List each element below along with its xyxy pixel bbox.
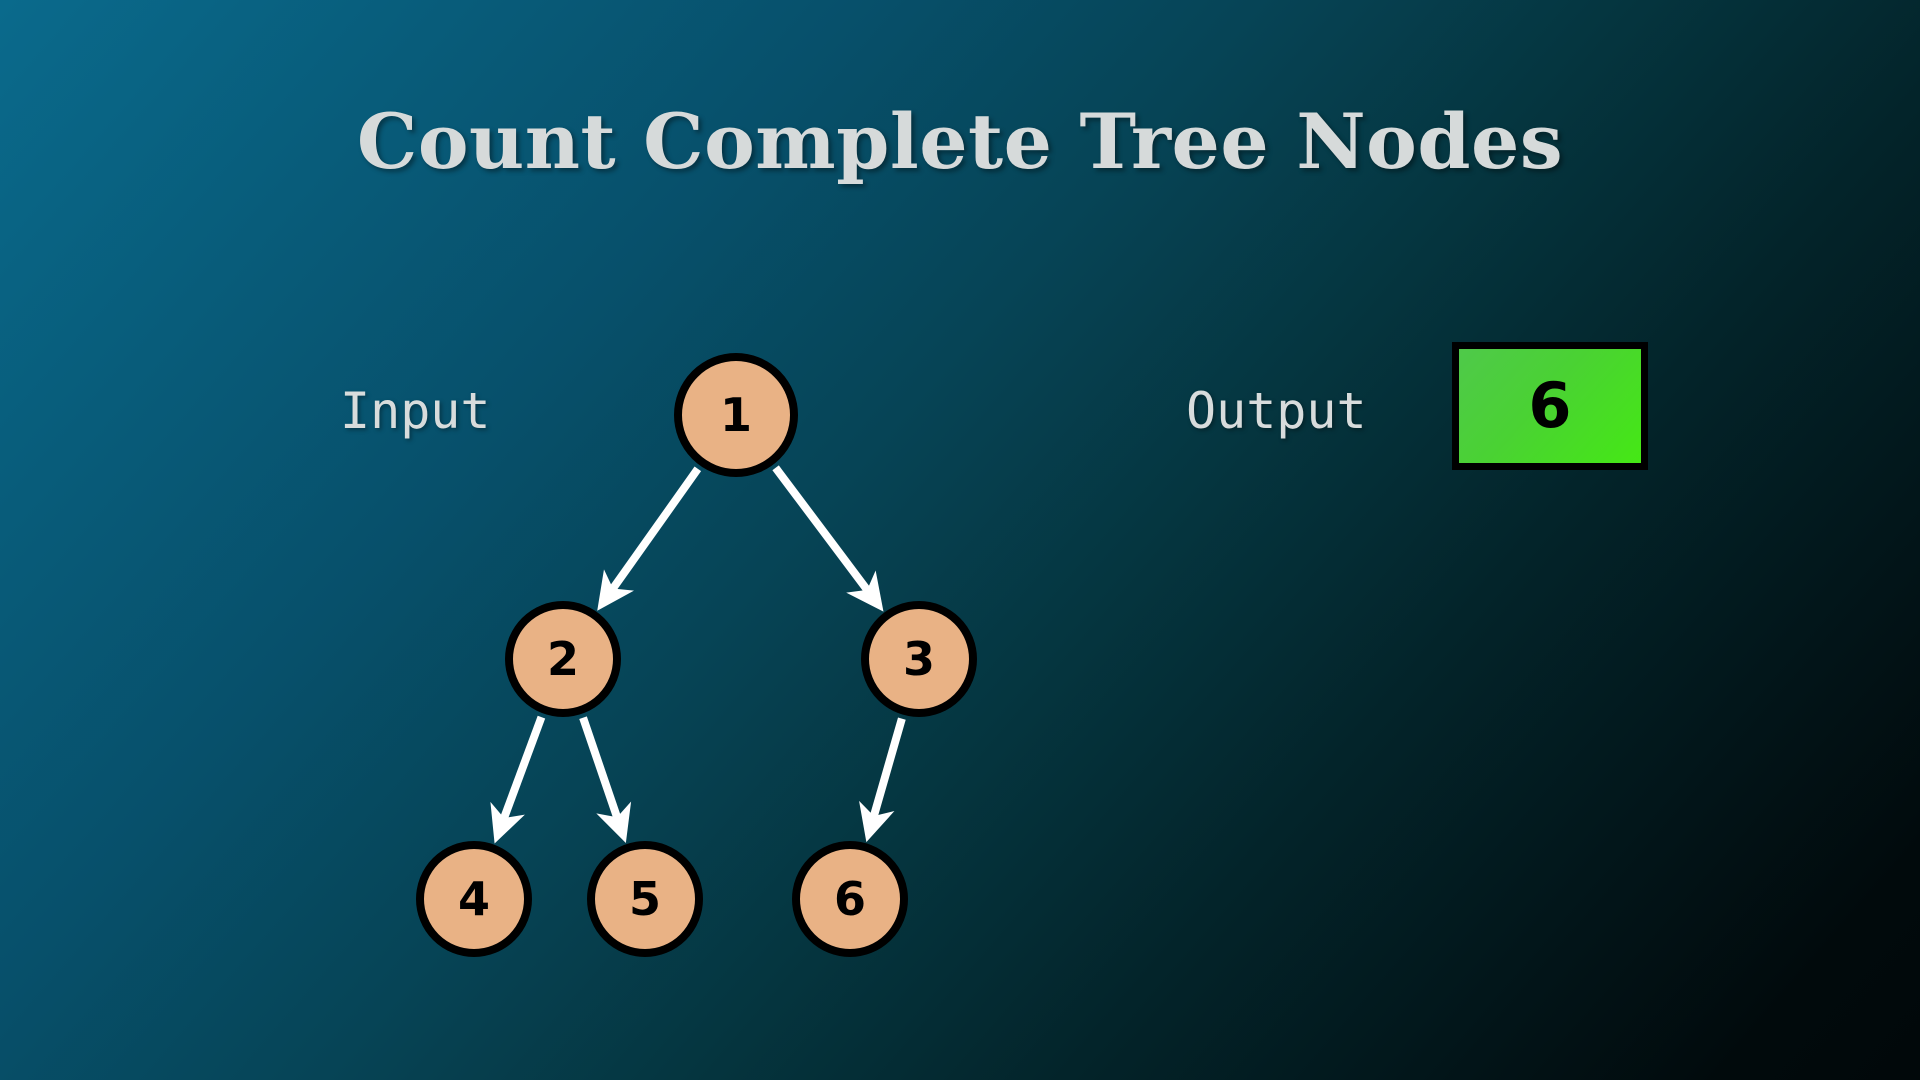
tree-edge-n2-n4: [490, 715, 546, 844]
tree-node-5: 5: [587, 841, 703, 957]
tree-edge-n3-n6: [859, 717, 906, 843]
tree-node-3: 3: [861, 601, 977, 717]
tree-node-4: 4: [416, 841, 532, 957]
tree-node-2: 2: [505, 601, 621, 717]
tree-node-label: 4: [457, 872, 490, 926]
tree-node-label: 5: [628, 872, 661, 926]
output-label: Output: [1186, 382, 1367, 440]
output-value-box: 6: [1452, 342, 1648, 470]
output-value-text: 6: [1528, 369, 1572, 442]
input-label: Input: [340, 382, 491, 440]
tree-node-6: 6: [792, 841, 908, 957]
tree-edge-n2-n5: [579, 716, 632, 843]
tree-edge-layer: [490, 465, 906, 844]
page-title: Count Complete Tree Nodes: [356, 97, 1564, 186]
tree-node-label: 6: [833, 872, 866, 926]
tree-node-1: 1: [674, 353, 798, 477]
tree-node-label: 1: [719, 388, 752, 442]
tree-edge-n1-n3: [772, 465, 884, 612]
tree-node-label: 2: [546, 632, 579, 686]
tree-edge-n1-n2: [597, 466, 702, 611]
tree-node-label: 3: [902, 632, 935, 686]
